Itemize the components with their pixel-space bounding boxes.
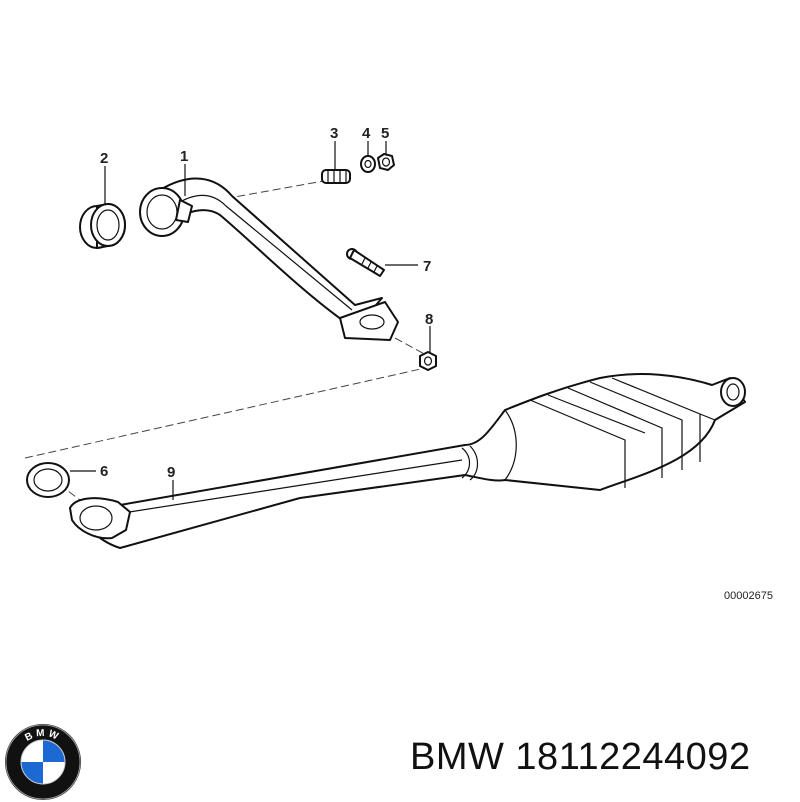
- callout-1: 1: [180, 148, 188, 165]
- callout-9: 9: [167, 464, 175, 481]
- callout-4: 4: [362, 125, 371, 142]
- part-6-gasket: [26, 462, 70, 498]
- part-5-nut: [377, 153, 395, 171]
- bmw-logo-icon: BMW: [5, 724, 81, 800]
- callout-8: 8: [425, 311, 433, 328]
- callout-7: 7: [423, 258, 431, 275]
- callout-2: 2: [100, 150, 108, 167]
- svg-text:BMW: BMW: [23, 728, 62, 744]
- callout-3: 3: [330, 125, 338, 142]
- part-8-nut: [419, 351, 437, 371]
- part-1-front-pipe: [139, 177, 399, 341]
- callout-5: 5: [381, 125, 389, 142]
- part-4-washer: [360, 155, 376, 173]
- diagram-code: 00002675: [724, 590, 773, 602]
- part-2-ring: [79, 203, 126, 249]
- part-7-bolt: [346, 248, 385, 277]
- callout-labels: 1 2 3 4 5 6 7 8 9: [100, 125, 433, 481]
- part-9-catalytic-converter: [69, 373, 746, 549]
- leader-lines: [70, 141, 431, 500]
- part-3-spring: [321, 169, 351, 184]
- callout-6: 6: [100, 463, 108, 480]
- part-number-caption: BMW 18112244092: [410, 736, 751, 778]
